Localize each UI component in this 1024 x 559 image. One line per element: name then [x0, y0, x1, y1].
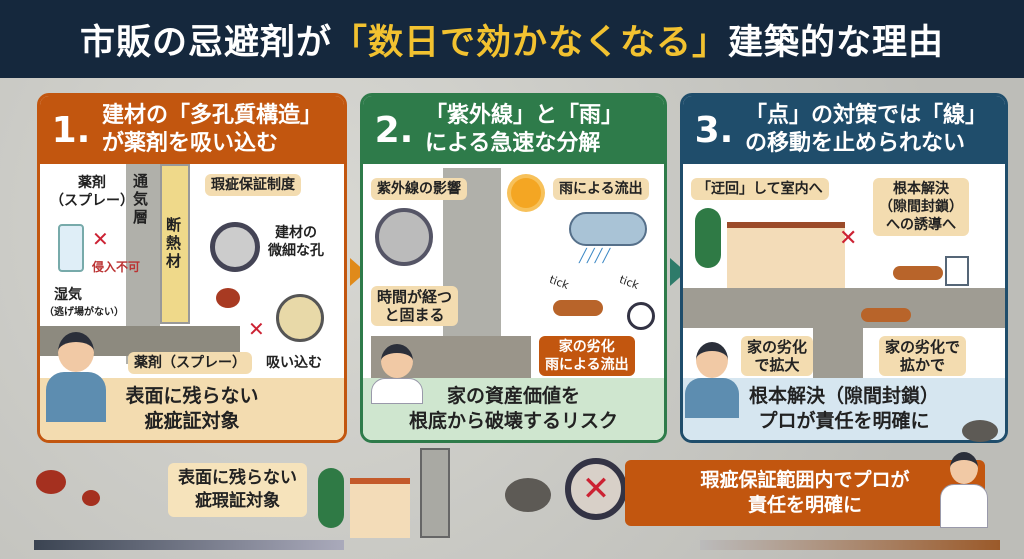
tick-sound-label: tick	[617, 273, 641, 293]
detour-label: 「迂回」して室内へ	[691, 178, 829, 200]
cross-icon: ✕	[248, 317, 265, 341]
insulation-label: 断 熱 材	[166, 216, 182, 270]
title-pre: 市販の忌避剤が	[79, 22, 332, 63]
decay-label: 家の劣化 雨による流出	[539, 336, 635, 376]
caption-line1: 表面に残らない	[125, 385, 259, 407]
cross-icon: ✕	[839, 226, 858, 251]
panel-title-line2: の移動を止められない	[745, 131, 966, 156]
bottom-left-note: 表面に残らない疵瑕証対象	[168, 463, 307, 517]
panel-number: 1.	[51, 109, 91, 151]
bottom-right-line1: 瑕疵保証範囲内でプロが	[700, 469, 910, 491]
panel-2: 2. 「紫外線」と「雨」による急速な分解 紫外線の影響 雨による流出 ╱╱╱╱ …	[360, 93, 667, 443]
fan-icon	[276, 294, 324, 342]
rain-label: 雨による流出	[553, 178, 649, 200]
spread-label: 家の劣化で 拡かで	[879, 336, 967, 376]
house-illustration	[727, 222, 845, 288]
expert-illustration	[940, 452, 988, 532]
panel-3-caption: 根本解決（隙間封鎖） プロが責任を明確に	[683, 378, 1005, 440]
caption-line2: 根底から破壊するリスク	[408, 410, 618, 432]
worried-man-illustration	[46, 332, 106, 422]
caption-line1: 家の資産価値を	[446, 385, 580, 407]
termite-icon	[861, 308, 911, 322]
decorative-bar	[700, 540, 1000, 550]
tick-icon	[216, 288, 240, 308]
panel-title-line2: による急速な分解	[425, 131, 601, 156]
uv-label: 紫外線の影響	[371, 178, 467, 200]
moisture-sub-label: （逃げ場がない）	[44, 307, 124, 318]
bottom-left-line2: 疵瑕証対象	[195, 491, 280, 511]
panel-title-line2: が薬剤を吸い込む	[102, 131, 279, 156]
panel-number: 2.	[374, 109, 414, 151]
document-icon	[945, 256, 969, 286]
magnified-pores-icon	[375, 208, 433, 266]
expert-illustration	[371, 344, 423, 424]
caption-line2: プロが責任を明確に	[758, 410, 930, 432]
panel-3: 3. 「点」の対策では「線」の移動を止められない 「迂回」して室内へ 根本解決 …	[680, 93, 1008, 443]
foundation	[683, 288, 1005, 328]
spray-bottle-icon	[58, 224, 84, 272]
rat-icon	[505, 478, 551, 512]
magnifier-icon	[210, 222, 260, 272]
raindrops-icon: ╱╱╱╱	[579, 249, 611, 264]
termite-icon	[553, 300, 603, 316]
stopwatch-icon	[627, 302, 655, 330]
rat-icon	[962, 420, 998, 442]
panel-2-header: 2. 「紫外線」と「雨」による急速な分解	[363, 96, 664, 164]
bottom-right-banner: 瑕疵保証範囲内でプロが責任を明確に	[625, 460, 985, 526]
solution-label: 根本解決 （隙間封鎖） への誘導へ	[873, 178, 969, 236]
moisture-label: 湿気	[54, 287, 82, 303]
foundation-footing	[813, 326, 863, 386]
cracked-pillar-illustration	[420, 448, 450, 538]
absorb-label: 吸い込む	[266, 355, 322, 371]
tick-sound-label: tick	[547, 273, 571, 293]
cross-icon: ✕	[92, 227, 109, 251]
panel-title-line1: 建材の「多孔質構造」	[102, 103, 323, 128]
rain-cloud-icon	[569, 212, 647, 246]
panel-title-line1: 「点」の対策では「線」	[745, 103, 988, 128]
panel-3-header: 3. 「点」の対策では「線」の移動を止められない	[683, 96, 1005, 164]
tick-icon	[36, 470, 66, 494]
title-post: 建築的な理由	[728, 22, 945, 63]
sun-icon	[511, 178, 541, 208]
decorative-bar	[34, 540, 344, 550]
termite-icon	[893, 266, 943, 280]
tick-icon	[82, 490, 100, 506]
title-highlight: 「数日で効かなくなる」	[331, 22, 728, 63]
magnifier-cross-icon: ✕	[565, 458, 627, 520]
page-title: 市販の忌避剤が「数日で効かなくなる」建築的な理由	[0, 0, 1024, 78]
bottom-left-line1: 表面に残らない	[178, 468, 297, 488]
caption-line2: 疵疵証対象	[144, 410, 240, 432]
tree-icon	[695, 208, 721, 268]
bottom-right-line2: 責任を明確に	[747, 494, 862, 516]
spray-label: 薬剤 （スプレー）	[50, 175, 134, 209]
warranty-label: 瑕疵保証制度	[205, 174, 301, 196]
spray-label-2: 薬剤（スプレー）	[128, 352, 252, 374]
damaged-house-illustration	[350, 478, 410, 538]
expand-label: 家の劣化 で拡大	[741, 336, 814, 376]
time-label: 時間が経つ と固まる	[371, 286, 459, 326]
vent-label: 通 気 層	[133, 172, 149, 226]
worried-man-illustration	[685, 342, 739, 422]
panel-1: 1. 建材の「多孔質構造」が薬剤を吸い込む 薬剤 （スプレー） ✕ 侵入不可 湿…	[37, 93, 347, 443]
panel-title-line1: 「紫外線」と「雨」	[425, 103, 624, 128]
caption-line1: 根本解決（隙間封鎖）	[748, 385, 939, 407]
panel-1-header: 1. 建材の「多孔質構造」が薬剤を吸い込む	[40, 96, 344, 164]
panel-number: 3.	[694, 109, 734, 151]
insulation	[160, 164, 190, 324]
blocked-label: 侵入不可	[92, 260, 141, 274]
pores-label: 建材の 微細な孔	[268, 225, 324, 259]
tree-icon	[318, 468, 344, 528]
